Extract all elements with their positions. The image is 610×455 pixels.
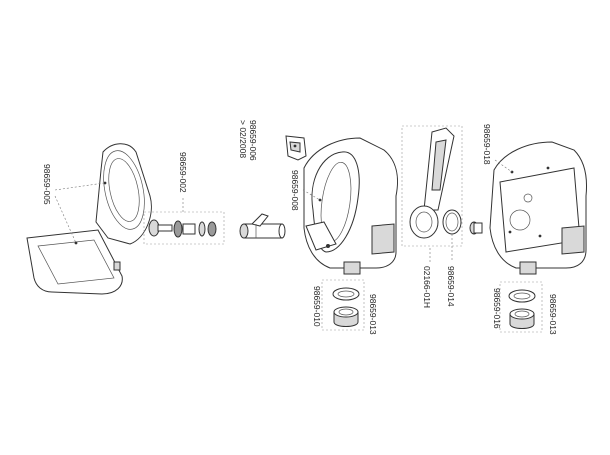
label-lid-hinge: 98659-006 > 02/2008 <box>238 120 258 161</box>
base-right <box>489 141 587 275</box>
label-base-left: 98659-008 <box>290 170 300 211</box>
label-nut-left-b: 98659-013 <box>368 294 378 335</box>
valve-kit-box <box>143 211 225 245</box>
seat-ring <box>95 143 152 245</box>
nuts-left <box>332 287 360 327</box>
label-valve-kit: 98659-002 <box>178 152 188 193</box>
leader-base-right <box>494 159 513 173</box>
leader-seat <box>54 182 105 244</box>
nuts-right-box <box>499 281 543 333</box>
lid-plate <box>26 229 123 295</box>
nuts-left-box <box>321 279 365 331</box>
leader-flap <box>429 234 453 262</box>
flap-box <box>401 125 463 247</box>
label-nut-left-a: 98659-010 <box>312 286 322 327</box>
nuts-right <box>508 289 536 329</box>
flush-pipe <box>239 213 286 239</box>
valve-kit-parts <box>148 219 217 238</box>
label-nut-right-b: 98659-013 <box>548 294 558 335</box>
leader-base-left <box>302 189 321 201</box>
label-seat: 98659-005 <box>42 164 52 205</box>
label-base-right: 98659-018 <box>482 124 492 165</box>
label-nut-right-a: 98659-016 <box>492 288 502 329</box>
lid-hinge <box>285 135 307 161</box>
base-left <box>303 137 398 275</box>
small-fitting <box>469 221 483 235</box>
label-gasket: 98659-014 <box>446 266 456 307</box>
flap-assembly <box>409 127 462 239</box>
label-flap: 02166-01H <box>422 266 432 309</box>
